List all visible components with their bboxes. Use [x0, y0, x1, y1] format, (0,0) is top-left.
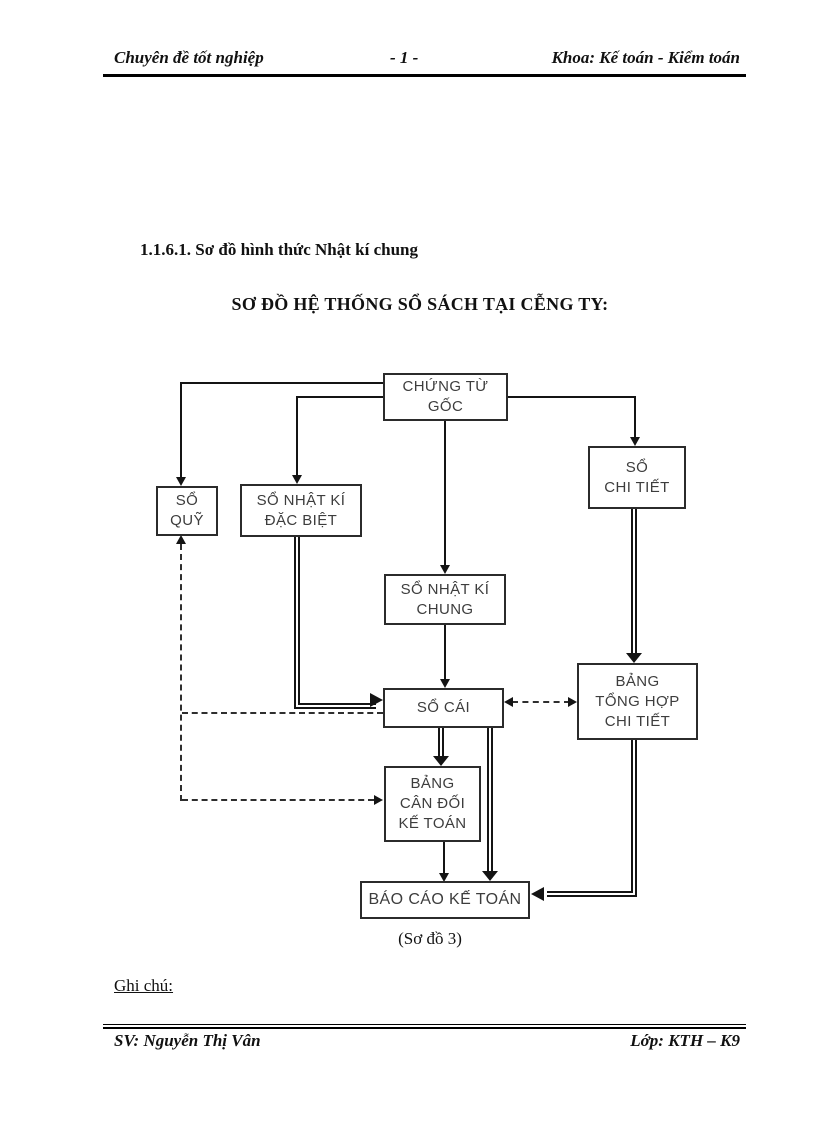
node-label: GỐC [427, 398, 464, 415]
connector-soquy-dashed-v [180, 544, 182, 801]
arrow-up-icon [176, 535, 186, 544]
node-label: CHUNG [416, 600, 474, 618]
arrow-left-icon [504, 697, 513, 707]
node-so-quy: SỔ QUỸ [156, 486, 218, 536]
node-label: ĐẶC BIỆT [264, 511, 338, 529]
arrow-right-icon [568, 697, 577, 707]
node-label: CHI TIẾT [604, 712, 671, 730]
header-rule [103, 74, 746, 77]
node-label: CHI TIẾT [604, 478, 670, 496]
connector-ctg-soquy-h [180, 382, 384, 384]
footer-left: SV: Nguyễn Thị Vân [114, 1031, 261, 1050]
node-label: CÂN ĐỐI [399, 795, 466, 812]
arrow-left-icon [531, 887, 544, 901]
diagram-caption: (Sơ đồ 3) [398, 929, 462, 948]
connector-bthct-bckt-double [547, 740, 637, 897]
node-label: BẢNG [615, 672, 660, 690]
arrow-right-icon [374, 795, 383, 805]
node-label: SỔ NHẬT KÍ [400, 580, 490, 598]
diagram-title: SƠ ĐỒ HỆ THỐNG SỔ SÁCH TẠI CỄNG TY: [231, 294, 609, 314]
arrow-down-icon [630, 437, 640, 446]
connector-ctg-snkdb-v [296, 396, 298, 475]
node-so-cai: SỔ CÁI [383, 688, 504, 728]
connector-ctg-soquy-v [180, 382, 182, 477]
arrow-down-icon [433, 756, 449, 766]
connector-sct-bthct-double [631, 509, 637, 653]
node-label: SỔ [175, 492, 199, 509]
arrow-down-icon [440, 565, 450, 574]
connector-socai-bthct-dashed [512, 701, 570, 703]
connector-socai-bcdkt-double [438, 728, 444, 756]
connector-bcdkt-bckt-v [443, 842, 445, 873]
arrow-down-icon [439, 873, 449, 882]
node-label: SỔ NHẬT KÍ [256, 491, 346, 509]
footer-rule [103, 1024, 746, 1029]
header-left: Chuyên đề tốt nghiệp [114, 48, 264, 67]
node-so-nhat-ki-chung: SỔ NHẬT KÍ CHUNG [384, 574, 506, 625]
arrow-down-icon [482, 871, 498, 881]
node-label: BẢNG [410, 775, 455, 792]
arrow-down-icon [292, 475, 302, 484]
arrow-down-icon [440, 679, 450, 688]
connector-ctg-snkc-v [444, 421, 446, 565]
footer-right: Lớp: KTH – K9 [630, 1031, 740, 1050]
node-bao-cao-ke-toan: BÁO CÁO KẾ TOÁN [360, 881, 530, 919]
node-so-nhat-ki-dac-biet: SỔ NHẬT KÍ ĐẶC BIỆT [240, 484, 362, 537]
header-page-number: - 1 - [390, 48, 419, 67]
connector-soquy-socai-dashed [182, 712, 383, 714]
node-label: SỔ [625, 458, 649, 476]
node-chung-tu-goc: CHỨNG TỪ GỐC [383, 373, 508, 421]
section-heading: 1.1.6.1. Sơ đồ hình thức Nhật kí chung [140, 240, 419, 259]
connector-snkdb-socai-double [294, 537, 376, 709]
node-label: QUỸ [170, 512, 204, 529]
node-so-chi-tiet: SỔ CHI TIẾT [588, 446, 686, 509]
node-bang-can-doi-ke-toan: BẢNG CÂN ĐỐI KẾ TOÁN [384, 766, 481, 842]
node-label: TỔNG HỢP [595, 692, 680, 710]
node-label: KẾ TOÁN [398, 815, 467, 832]
node-bang-tong-hop-chi-tiet: BẢNG TỔNG HỢP CHI TIẾT [577, 663, 698, 740]
connector-snkc-socai-v [444, 625, 446, 679]
arrow-down-icon [176, 477, 186, 486]
connector-ctg-sct-v [634, 396, 636, 437]
node-label: BÁO CÁO KẾ TOÁN [368, 891, 522, 908]
node-label: SỔ CÁI [416, 699, 471, 716]
connector-socai-bckt-double [487, 728, 493, 871]
header-right: Khoa: Kế toán - Kiểm toán [551, 48, 740, 67]
connector-ctg-snkdb-h [296, 396, 383, 398]
arrow-down-icon [626, 653, 642, 663]
node-label: CHỨNG TỪ [402, 378, 489, 395]
connector-ctg-sct-h [508, 396, 636, 398]
connector-soquy-bcdkt-dashed [182, 799, 374, 801]
note-label: Ghi chú: [114, 976, 174, 995]
arrow-right-icon [370, 693, 383, 707]
